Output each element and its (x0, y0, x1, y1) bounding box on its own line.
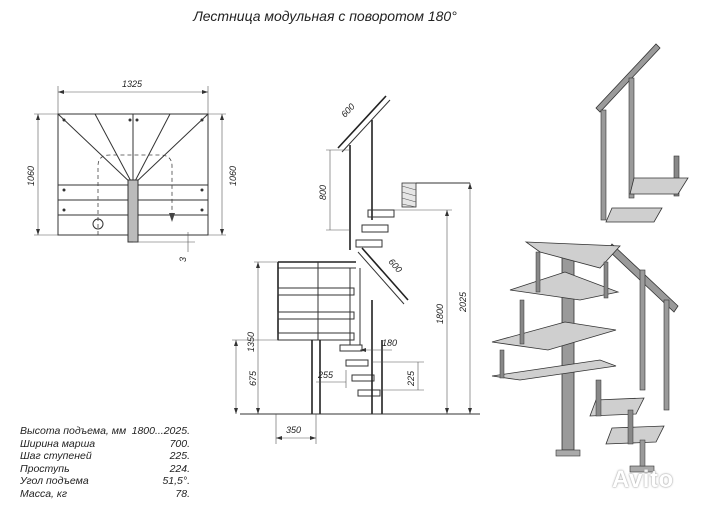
railing-height-label: 800 (318, 185, 328, 200)
step-depth-label: 255 (317, 370, 334, 380)
spec-value: 700. (169, 437, 190, 450)
floor-height-label: 1800 (435, 304, 445, 324)
railing-top-length-label: 600 (339, 102, 357, 120)
step-width-small-label: 180 (382, 338, 397, 348)
spec-row: Масса, кг 78. (20, 488, 190, 501)
railing-mid-length-label: 600 (387, 257, 404, 275)
step-riser-label: 225 (406, 370, 416, 387)
spec-value: 224. (169, 462, 190, 475)
plan-offset-label: 3 (178, 257, 188, 262)
spec-value: 225. (169, 450, 190, 463)
base-width-label: 350 (286, 425, 301, 435)
spec-row: Угол подъема 51,5°. (20, 475, 190, 488)
total-height-label: 2025 (458, 291, 468, 313)
spec-value: 51,5°. (162, 475, 190, 488)
spec-label: Масса, кг (20, 487, 68, 500)
drawing-title: Лестница модульная с поворотом 180° (193, 8, 457, 24)
perspective-view (491, 43, 689, 473)
plan-view: 1325 1060 1060 (26, 79, 238, 262)
spec-label: Шаг ступеней (20, 450, 92, 463)
side-view: 600 800 600 (232, 95, 480, 444)
plan-width-label: 1325 (122, 79, 143, 89)
spec-row: Шаг ступеней 225. (20, 450, 190, 463)
spec-label: Ширина марша (20, 437, 96, 450)
spec-row: Ширина марша 700. (20, 438, 190, 451)
spec-row: Проступь 224. (20, 463, 190, 476)
landing-height-label: 1350 (246, 332, 256, 352)
spec-label: Проступь (20, 462, 70, 475)
spec-row: Высота подъема, мм 1800...2025. (20, 425, 190, 438)
plan-depth-left-label: 1060 (26, 166, 36, 186)
plan-depth-right-label: 1060 (228, 166, 238, 186)
spec-label: Угол подъема (20, 475, 89, 488)
spec-label: Высота подъема, мм (20, 425, 127, 437)
lower-height-label: 675 (248, 370, 258, 386)
avito-watermark: Avito (612, 466, 674, 493)
spec-value: 1800...2025. (131, 425, 190, 437)
spec-value: 78. (175, 487, 190, 500)
